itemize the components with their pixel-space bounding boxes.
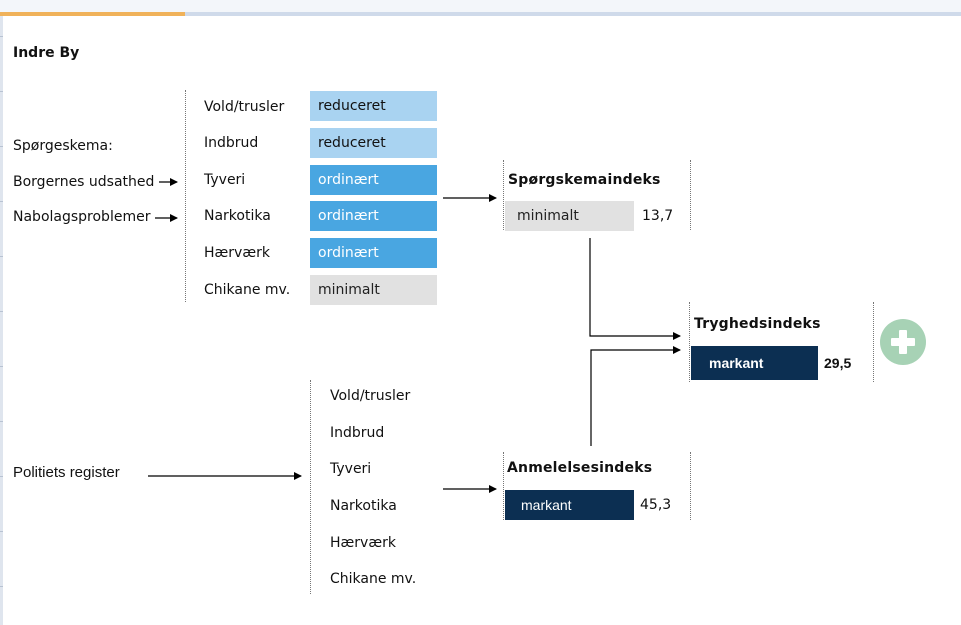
plus-icon-vertical: [899, 330, 907, 354]
survey-label: Spørgeskema:: [13, 138, 113, 154]
exposure-label: Borgernes udsathed: [13, 174, 155, 190]
survey-index-value: 13,7: [642, 208, 674, 224]
survey-category-label: Tyveri: [204, 172, 246, 188]
police-category-label: Tyveri: [330, 461, 372, 477]
report-index-divider-right: [690, 452, 691, 520]
level-cell-reduceret: reduceret: [310, 128, 437, 158]
safety-index-value: 29,5: [824, 355, 852, 371]
page-title: Indre By: [13, 45, 80, 61]
level-cell-ordinaert: ordinært: [310, 238, 437, 268]
survey-category-label: Indbrud: [204, 135, 259, 151]
report-index-to-safety-arrow: [590, 346, 681, 446]
level-cell-minimalt: minimalt: [310, 275, 437, 305]
report-index-level: markant: [505, 490, 634, 520]
survey-index-divider-right: [690, 160, 691, 230]
report-index-title: Anmelelsesindeks: [507, 460, 653, 476]
survey-category-label: Hærværk: [204, 245, 270, 261]
level-cell-ordinaert: ordinært: [310, 165, 437, 195]
top-ruler: [0, 0, 961, 16]
safety-index-title: Tryghedsindeks: [694, 316, 821, 332]
survey-index-to-safety-arrow: [589, 238, 681, 340]
survey-index-level: minimalt: [505, 201, 634, 231]
report-index-divider-left: [503, 452, 504, 520]
survey-index-divider-left: [503, 160, 504, 230]
report-index-value: 45,3: [640, 497, 672, 513]
safety-index-divider-left: [689, 302, 690, 382]
survey-group-divider: [185, 90, 186, 302]
police-group-divider: [310, 380, 311, 594]
police-category-label: Chikane mv.: [330, 571, 417, 587]
plus-icon[interactable]: [880, 319, 926, 365]
level-cell-reduceret: reduceret: [310, 91, 437, 121]
neighborhood-label: Nabolagsproblemer: [13, 209, 151, 225]
police-category-label: Vold/trusler: [330, 388, 411, 404]
survey-category-label: Vold/trusler: [204, 99, 285, 115]
row-ruler: [0, 16, 3, 625]
police-category-label: Indbrud: [330, 425, 385, 441]
survey-index-title: Spørgskemaindeks: [508, 172, 661, 188]
police-category-label: Narkotika: [330, 498, 397, 514]
survey-category-label: Narkotika: [204, 208, 271, 224]
safety-index-divider-right: [873, 302, 874, 382]
column-header-strip: [185, 12, 961, 16]
police-category-label: Hærværk: [330, 535, 396, 551]
safety-index-level: markant: [691, 346, 818, 380]
survey-category-label: Chikane mv.: [204, 282, 291, 298]
selected-column-marker: [0, 12, 185, 16]
police-register-label: Politiets register: [13, 464, 120, 481]
level-cell-ordinaert: ordinært: [310, 201, 437, 231]
